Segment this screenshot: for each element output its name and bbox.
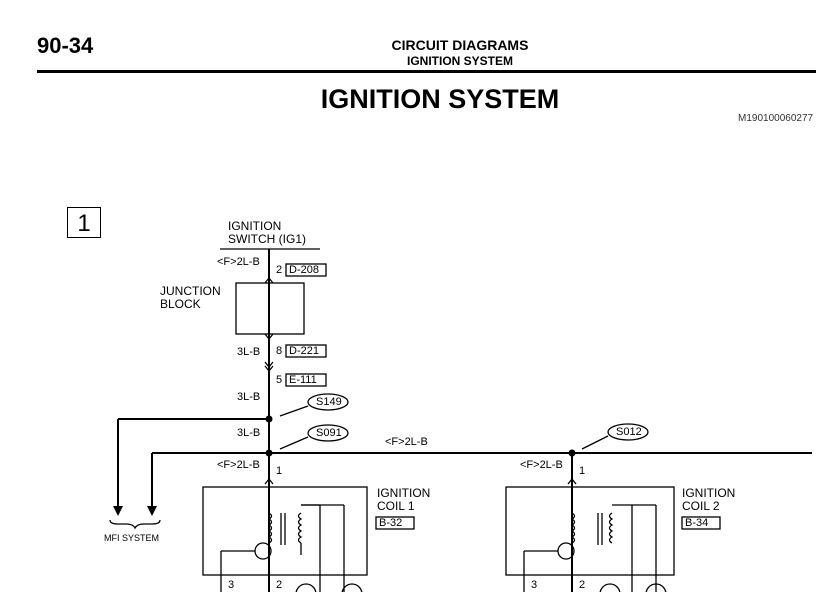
pin-label: 1 (276, 465, 283, 477)
arrow-mark (264, 477, 274, 485)
page-number: 90-34 (37, 33, 94, 58)
connector-e111: E-111 (289, 374, 317, 386)
connector-d221: D-221 (289, 345, 319, 357)
junction-block-box (235, 282, 305, 335)
connector-b34: B-34 (685, 517, 709, 529)
pin-label: 8 (276, 345, 283, 357)
switch-label-1: IGNITION (228, 219, 282, 233)
coil2-label-2: COIL 2 (682, 499, 720, 513)
coil2-box (505, 486, 675, 576)
pin-label: 2 (579, 579, 586, 591)
arrow-mark (264, 333, 274, 341)
wire-label: 3L-B (237, 391, 261, 403)
connector-b32: B-32 (379, 517, 403, 529)
connector-mark (264, 361, 274, 373)
arrow-mark (567, 477, 577, 485)
pin-label: 1 (579, 465, 586, 477)
coil1-label-2: COIL 1 (377, 499, 415, 513)
pin-label: 3 (228, 579, 235, 591)
coil1-label-1: IGNITION (377, 486, 431, 500)
section-title: CIRCUIT DIAGRAMS (391, 37, 529, 53)
pin-label: 5 (276, 374, 283, 386)
pin-label: 3 (531, 579, 538, 591)
arrow-mark (264, 276, 274, 284)
wire-label: 3L-B (237, 346, 261, 358)
diagram-number-box: 1 (67, 207, 101, 238)
subsection-title: IGNITION SYSTEM (406, 54, 513, 68)
splice-s091-ellipse (307, 424, 349, 442)
splice-s012-ellipse (607, 423, 649, 441)
splice-s149-ellipse (307, 393, 349, 411)
mfi-system-label: MFI SYSTEM (104, 533, 160, 543)
splice-s012: S012 (616, 426, 642, 438)
coil1-box (202, 486, 368, 576)
splice-s091: S091 (316, 427, 342, 439)
splice-s149: S149 (316, 396, 342, 408)
pin-label: 2 (276, 264, 283, 276)
wire-label: <F>2L-B (520, 459, 563, 471)
secondary-winding (297, 512, 303, 544)
coil2-label-1: IGNITION (682, 486, 736, 500)
figure-code: M190100060277 (738, 113, 814, 124)
primary-winding (267, 512, 273, 544)
header-rule (37, 70, 816, 73)
mfi-brace (109, 519, 161, 530)
pin-label: 2 (276, 579, 283, 591)
junction-label-1: JUNCTION (160, 284, 221, 298)
wire-label: <F>2L-B (217, 459, 260, 471)
switch-label-2: SWITCH (IG1) (228, 232, 306, 246)
page-title: IGNITION SYSTEM (320, 84, 560, 114)
wire-label: <F>2L-B (385, 436, 428, 448)
wire-label: 3L-B (237, 427, 261, 439)
wire-label: <F>2L-B (217, 256, 260, 268)
connector-d208: D-208 (289, 264, 319, 276)
junction-label-2: BLOCK (160, 297, 201, 311)
